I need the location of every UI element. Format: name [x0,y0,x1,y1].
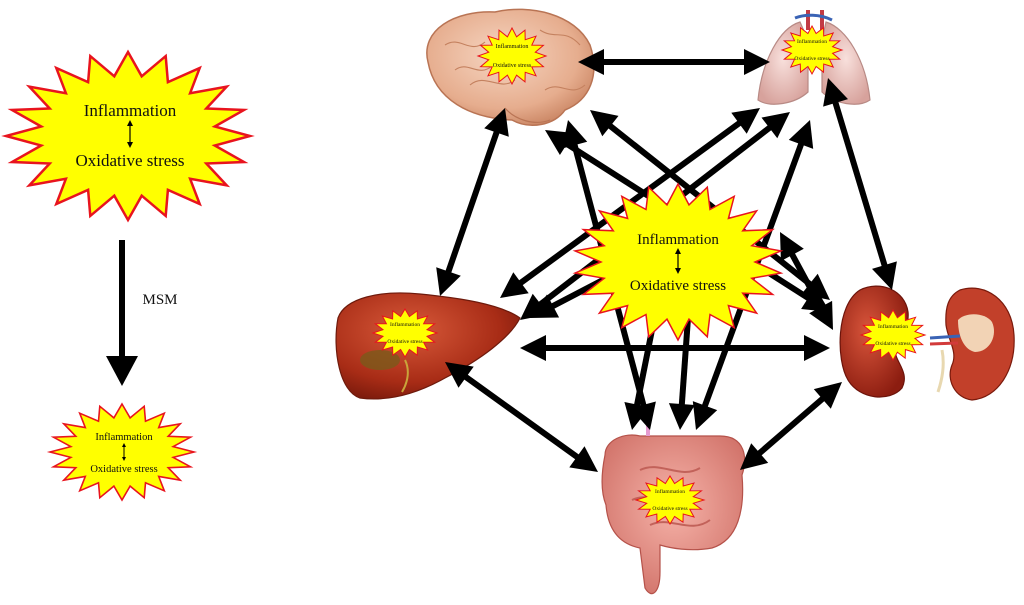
liver-burst-text: Inflammation Oxidative stress [387,321,422,345]
left-top-burst-text: Inflammation Oxidative stress [75,101,184,170]
arrow-liver-kidney [520,335,830,361]
liver-line1: Inflammation [390,321,420,328]
kidney-line1: Inflammation [878,323,908,330]
arrow-center-kidney [780,232,833,330]
intestine-burst [634,475,706,525]
left-bottom-burst [46,402,198,502]
kidney-burst [859,308,927,362]
center-line1: Inflammation [637,232,719,248]
intestine-burst-text: Inflammation Oxidative stress [652,488,687,512]
msm-label: MSM [142,292,177,308]
arrow-brain-liver [436,108,509,296]
brain-line1: Inflammation [496,43,529,50]
liver-burst [371,308,439,358]
arrow-brain-lungs [578,49,770,75]
arrow-liver-intestine [445,362,598,472]
kidney-line2: Oxidative stress [875,341,910,347]
lungs-line2: Oxidative stress [794,56,829,62]
left-top-line2: Oxidative stress [75,151,184,170]
liver-image [335,292,521,400]
center-burst-text: Inflammation Oxidative stress [630,232,726,294]
lungs-burst-text: Inflammation Oxidative stress [794,38,829,62]
left-bottom-line1: Inflammation [95,432,153,443]
lungs-line1: Inflammation [797,38,827,45]
arrow-kidney-intestine [740,382,842,470]
left-top-burst [1,49,255,223]
left-bottom-burst-text: Inflammation Oxidative stress [90,432,157,475]
kidney-burst-text: Inflammation Oxidative stress [875,323,910,347]
brain-line2: Oxidative stress [493,63,532,69]
arrow-lungs-kidney [823,78,897,290]
burst-layer [1,24,927,525]
liver-line2: Oxidative stress [387,339,422,345]
lungs-burst [780,24,844,76]
intestine-line2: Oxidative stress [652,506,687,512]
intestine-line1: Inflammation [655,488,685,495]
brain-burst [476,26,548,86]
left-bottom-line2: Oxidative stress [90,464,157,475]
brain-burst-text: Inflammation Oxidative stress [493,43,532,69]
left-top-line1: Inflammation [84,101,177,120]
center-line2: Oxidative stress [630,278,726,294]
msm-arrow [106,240,138,386]
